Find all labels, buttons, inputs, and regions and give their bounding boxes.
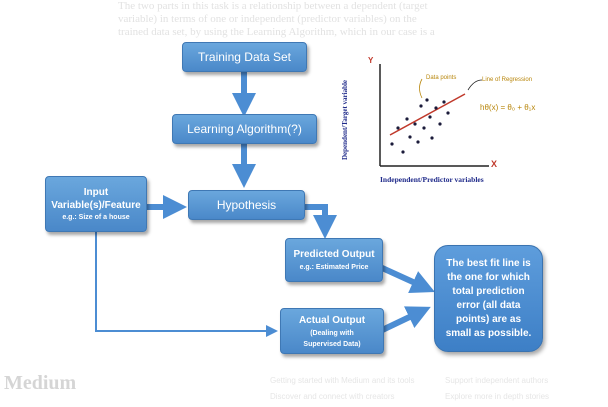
background-text-line-1: The two parts in this task is a relation… [118, 0, 428, 12]
data-point [401, 150, 405, 154]
arrow-input-to-actual [95, 232, 278, 337]
data-point [408, 135, 412, 139]
footer-item: Getting started with Medium and its tool… [270, 376, 415, 385]
input-feature-box: Input Variable(s)/Feature e.g.: Size of … [45, 176, 147, 232]
regression-scatter-plot [379, 64, 489, 167]
footer-item: Discover and connect with creators [270, 392, 395, 401]
data-point [396, 126, 400, 130]
y-axis-label: Dependent/Target variable [341, 79, 349, 160]
hypothesis-box: Hypothesis [188, 190, 305, 220]
learning-algorithm-label: Learning Algorithm(?) [187, 121, 302, 136]
input-feature-label: Input Variable(s)/Feature [51, 186, 141, 211]
predicted-output-example: e.g.: Estimated Price [299, 264, 369, 271]
arrow-hypothesis-to-predicted [305, 204, 337, 239]
arrow-predicted-to-bestfit [378, 264, 435, 293]
training-data-set-label: Training Data Set [198, 49, 291, 64]
data-point [390, 142, 394, 146]
regression-label: Line of Regression [482, 77, 533, 83]
predicted-output-box: Predicted Output e.g.: Estimated Price [285, 238, 383, 282]
data-point [438, 122, 442, 126]
data-point [413, 122, 417, 126]
data-point [422, 126, 426, 130]
data-point [405, 117, 409, 121]
medium-logo: Medium [4, 372, 77, 394]
best-fit-line-box: The best fit line is the one for which t… [434, 245, 543, 352]
actual-output-note: (Dealing with Supervised Data) [303, 329, 361, 348]
data-point [416, 140, 420, 144]
data-point [442, 100, 446, 104]
predicted-output-label: Predicted Output [293, 249, 375, 260]
x-axis-letter: X [491, 159, 498, 169]
data-point [428, 115, 432, 119]
data-point [425, 98, 429, 102]
background-text-line-2: variable) in terms of one or independent… [118, 13, 417, 25]
actual-output-box: Actual Output (Dealing with Supervised D… [280, 308, 384, 354]
y-axis-letter: Y [368, 56, 374, 65]
background-text-line-3: trained data set, by using the Learning … [118, 26, 435, 38]
data-points [390, 98, 450, 154]
data-point [430, 136, 434, 140]
data-points-pointer [419, 78, 423, 99]
regression-line [389, 93, 466, 136]
input-feature-example: e.g.: Size of a house [62, 213, 130, 221]
data-point [434, 106, 438, 110]
regression-pointer [467, 79, 483, 91]
data-point [419, 104, 423, 108]
footer-item: Explore more in depth stories [445, 392, 550, 401]
data-point [446, 111, 450, 115]
data-points-label: Data points [426, 75, 457, 81]
regression-formula: hθ(x) = θ₀ + θ₁x [480, 103, 536, 112]
actual-output-label: Actual Output [298, 314, 366, 326]
learning-algorithm-box: Learning Algorithm(?) [172, 114, 317, 144]
x-axis-label: Independent/Predictor variables [380, 175, 484, 184]
training-data-set-box: Training Data Set [182, 42, 307, 72]
hypothesis-label: Hypothesis [216, 197, 277, 212]
footer-item: Support independent authors [445, 376, 549, 385]
